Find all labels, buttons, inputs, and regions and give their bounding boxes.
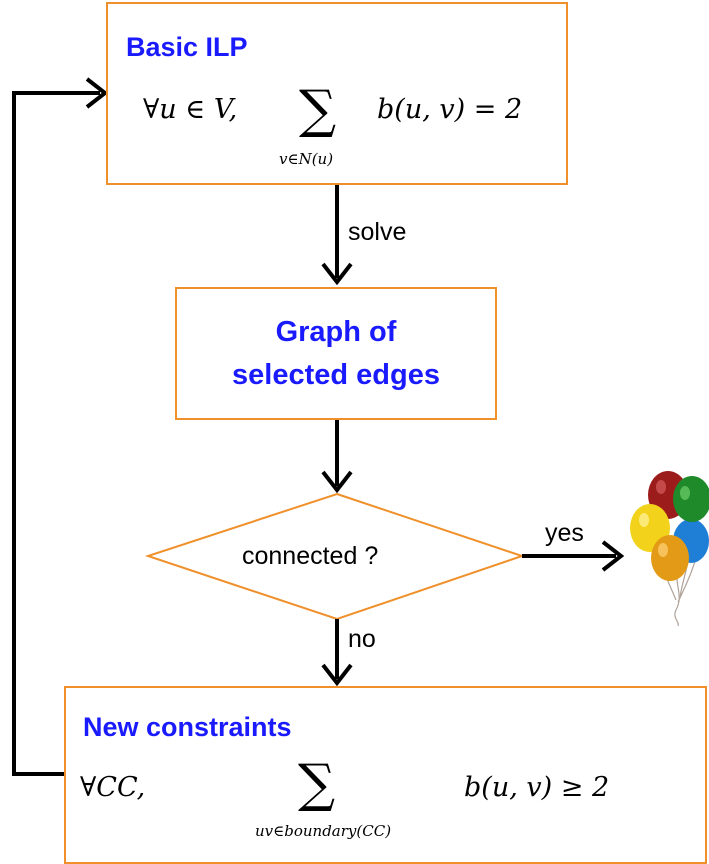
balloons-icon bbox=[630, 471, 709, 627]
basic-ilp-box: Basic ILP ∀u ∈ V, ∑ v∈N(u) b(u, v) = 2 bbox=[106, 2, 568, 185]
graph-box: Graph of selected edges bbox=[175, 287, 497, 420]
arrow-to-decision bbox=[321, 420, 353, 494]
decision-label: connected ? bbox=[242, 542, 379, 570]
new-constraints-sum-symbol: ∑ bbox=[298, 754, 336, 814]
new-constraints-sum-subscript: uv∈boundary(CC) bbox=[255, 822, 392, 840]
basic-ilp-quantifier: ∀u ∈ V, bbox=[143, 94, 238, 125]
new-constraints-title: New constraints bbox=[83, 712, 292, 742]
basic-ilp-sum-subscript: v∈N(u) bbox=[279, 150, 334, 168]
edge-label-no: no bbox=[348, 625, 376, 653]
new-constraints-box: New constraints ∀CC, ∑ uv∈boundary(CC) b… bbox=[64, 686, 707, 864]
arrow-feedback-loop bbox=[12, 77, 109, 776]
arrow-solve bbox=[321, 185, 353, 286]
new-constraints-expression: b(u, v) ≥ 2 bbox=[464, 772, 610, 803]
graph-title-line1: Graph of bbox=[275, 316, 397, 348]
graph-title-line2: selected edges bbox=[232, 359, 440, 391]
basic-ilp-expression: b(u, v) = 2 bbox=[377, 94, 523, 125]
new-constraints-quantifier: ∀CC, bbox=[80, 772, 146, 803]
basic-ilp-title: Basic ILP bbox=[126, 32, 248, 62]
arrow-no bbox=[321, 619, 353, 687]
edge-label-yes: yes bbox=[545, 519, 584, 547]
arrow-yes bbox=[522, 540, 625, 572]
basic-ilp-sum-symbol: ∑ bbox=[299, 80, 337, 140]
edge-label-solve: solve bbox=[348, 218, 407, 246]
